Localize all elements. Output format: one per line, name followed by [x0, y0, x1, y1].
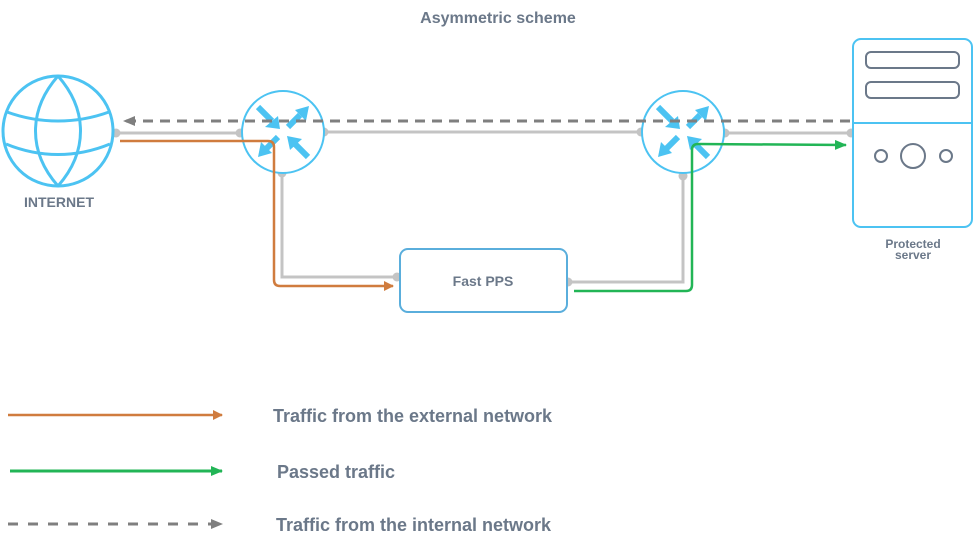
passed-traffic-path	[574, 139, 847, 293]
external-traffic-path	[120, 139, 394, 291]
fast-pps-label: Fast PPS	[453, 273, 514, 289]
network-links	[116, 130, 851, 284]
fast-pps-node: Fast PPS	[399, 248, 568, 313]
server-label-line1: Protected	[885, 237, 940, 251]
fast-pps-box	[399, 248, 568, 313]
server-label-line2: server	[895, 248, 931, 262]
server-icon	[852, 38, 973, 228]
legend: Traffic from the external network Passed…	[8, 406, 553, 535]
globe-icon	[1, 74, 115, 188]
router-left	[241, 90, 325, 174]
router-icon	[241, 90, 325, 174]
link-fastpps-router-right	[567, 176, 685, 284]
internet-label: INTERNET	[24, 194, 94, 210]
legend-label-external: Traffic from the external network	[273, 406, 553, 426]
legend-label-passed: Passed traffic	[277, 462, 395, 482]
legend-label-internal: Traffic from the internal network	[276, 515, 552, 535]
diagram-title: Asymmetric scheme	[420, 10, 576, 27]
router-icon	[641, 90, 725, 174]
router-arrows-icon	[255, 104, 311, 160]
link-router-left-fastpps	[280, 172, 400, 279]
router-right	[641, 90, 725, 174]
